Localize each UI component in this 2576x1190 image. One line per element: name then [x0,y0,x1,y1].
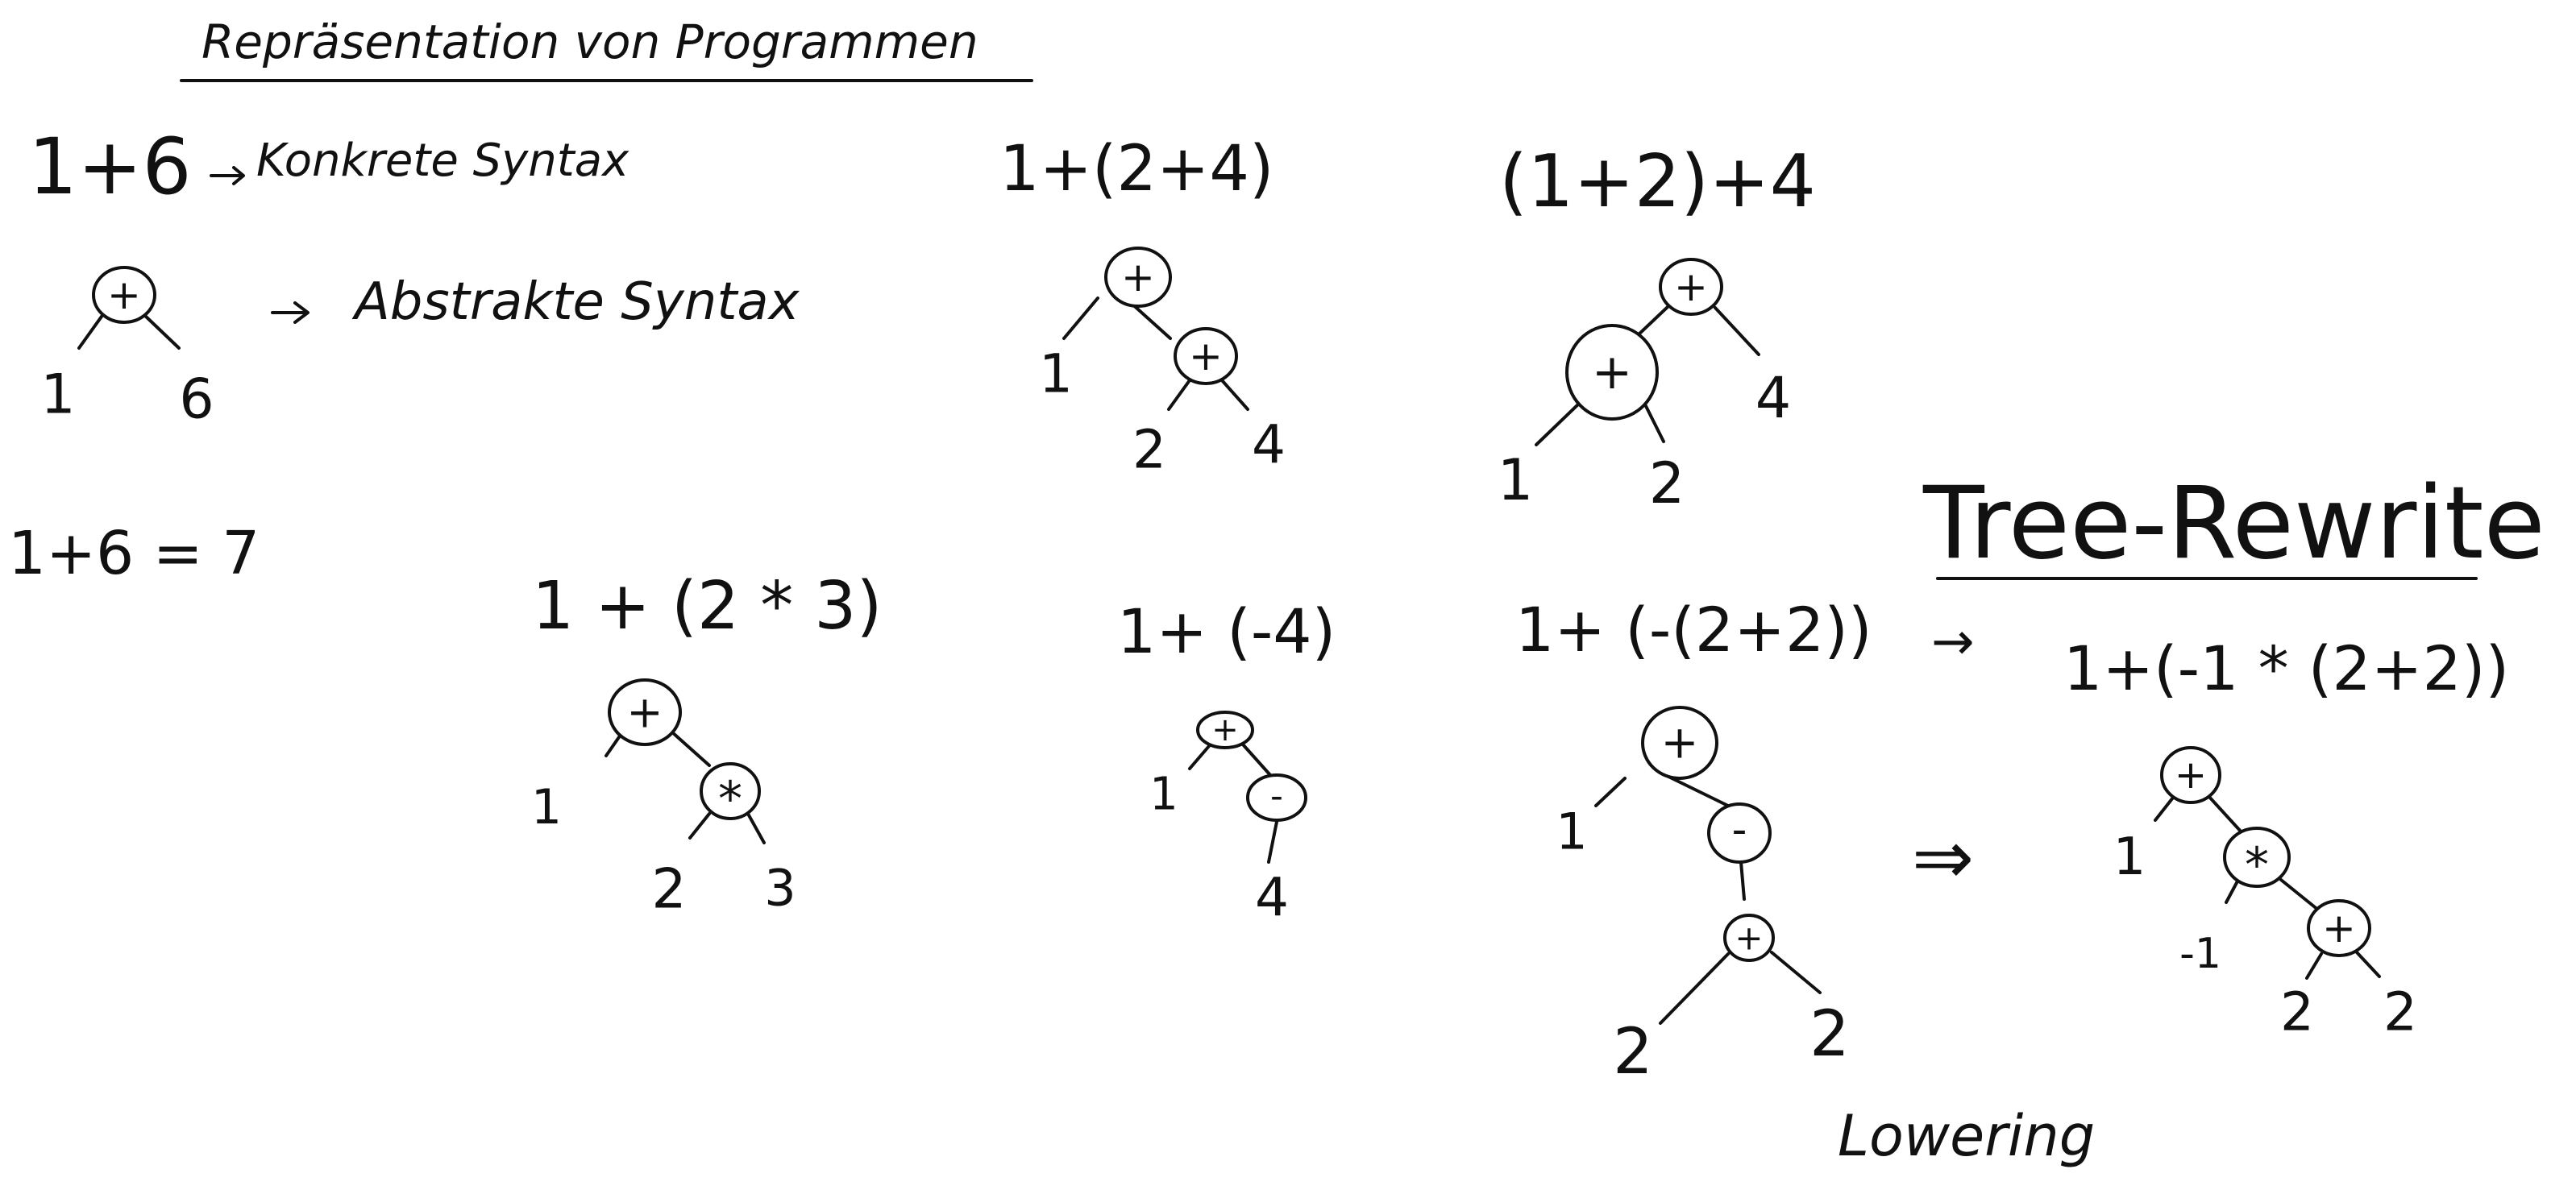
tree-node-symbol: + [1121,254,1155,301]
tree-edge [605,733,622,757]
tree-leaf: 2 [1809,998,1850,1071]
expression-negated-sum: 1+ (-(2+2)) [1515,594,1872,665]
tree-leaf: 1 [40,363,75,427]
tree-node-symbol: + [2175,753,2207,798]
heading-tree-rewrite: Tree-Rewrite [1922,466,2545,582]
tree-leaf: 4 [1252,414,1286,476]
tree-node-symbol: + [1735,918,1763,958]
tree-node-symbol: + [1661,717,1699,769]
tree-node-inner [1174,327,1238,385]
evaluation-expression: 1+6 = 7 [8,519,260,588]
tree-leaf: 6 [179,368,214,432]
tree-edge [1643,401,1665,443]
lowering-arrow: ⇒ [1912,815,1974,901]
tree-edge [1714,306,1760,356]
expression-negation: 1+ (-4) [1117,595,1336,667]
tree-leaf: 2 [1613,1016,1653,1088]
tree-node-negation [1707,802,1772,864]
tree-node-root [1196,711,1254,749]
tree-node-symbol: + [1189,333,1223,379]
tree-leaf: 1 [1556,802,1587,861]
tree-edge [1267,820,1278,864]
tree-edge [688,812,711,840]
lowering-caption: Lowering [1838,1103,2095,1169]
tree-edge [1188,744,1211,770]
tree-node-inner [2307,899,2371,957]
tree-edge [1659,952,1730,1025]
tree-edge [2355,951,2381,978]
tree-leaf: 2 [2383,981,2417,1043]
tree-1-plus-neg-4: + - 1 4 [1149,711,1307,929]
tree-leaf: 1 [2113,827,2146,887]
tree-edge [2305,952,2323,980]
expression-left-nested: (1+2)+4 [1499,139,1816,224]
tree-leaf: 1 [1039,343,1073,405]
tree-leaf: 1 [1149,769,1178,821]
tree-1-plus-2-then-plus-4: + + 4 1 2 [1498,258,1792,516]
concrete-expression: 1+6 [28,122,192,212]
tree-1-plus-6: + 1 6 [40,266,214,432]
tree-edge [1770,951,1822,994]
expression-rewritten: 1+(-1 * (2+2)) [2063,632,2509,704]
abstract-arrowhead [293,301,310,324]
tree-edge [1167,379,1191,411]
tree-leaf: 1 [531,779,562,835]
tree-1-plus-2-plus-4: + + 1 2 4 [1039,247,1286,481]
tree-node-symbol: + [1211,711,1239,748]
tree-node-negation [1246,773,1307,822]
tree-leaf: 4 [1755,365,1792,431]
page-title: Repräsentation von Programmen [202,15,978,69]
tree-node-symbol: + [2322,905,2356,952]
tree-edge [2154,796,2175,822]
tree-1-plus-2-times-3: + * 1 2 3 [531,678,796,922]
tree-edge [1062,296,1099,340]
expression-right-nested: 1+(2+4) [999,133,1273,205]
tree-leaf: 2 [2280,981,2314,1043]
tree-node-root [1104,247,1172,308]
concrete-label: Konkrete Syntax [256,135,629,187]
tree-edge [746,812,766,844]
tree-leaf: 2 [1132,419,1166,481]
tree-node-root [608,678,682,746]
tree-node-root [1659,258,1723,316]
tree-edge [1594,777,1627,807]
tree-1-plus-neg1-times-2-plus-2: + * + 1 -1 2 2 [2113,746,2417,1043]
tree-node-symbol: + [1674,263,1708,310]
tree-node-symbol: + [626,687,663,738]
tree-node-symbol: - [1732,806,1747,854]
tree-edge [1739,860,1746,901]
tree-node-symbol: + [1592,344,1632,400]
tree-edge [1636,305,1670,337]
tree-leaf: -1 [2179,930,2221,978]
tree-node-inner [700,762,761,820]
tree-edge [1241,743,1272,777]
tree-node-symbol: + [107,272,141,318]
tree-1-plus-neg-2-plus-2: + - + 1 2 2 [1556,706,1850,1088]
tree-leaf: 1 [1498,447,1534,513]
tree-node-symbol: - [1270,776,1283,817]
tree-node-symbol: * [718,771,742,827]
tree-leaf: 4 [1255,867,1289,929]
tree-edge [142,313,181,350]
tree-node-inner [1565,324,1659,421]
tree-node-root [92,266,156,324]
tree-node-root [1641,706,1718,780]
tree-edge [1535,401,1581,446]
tree-leaf: 2 [1649,450,1685,516]
tree-edge [77,313,105,350]
concrete-arrowhead [232,166,245,185]
tree-node-multiplication [2223,827,2291,888]
tree-edge [2225,877,2241,904]
tree-edge [1220,379,1249,411]
abstract-label: Abstrakte Syntax [351,272,800,332]
tree-edge [2207,794,2244,835]
tree-leaf: 2 [651,858,686,922]
tree-node-inner [1723,914,1775,962]
expression-multiplication: 1 + (2 * 3) [532,568,882,645]
tree-node-root [2160,746,2221,804]
rewrite-arrow: → [1931,612,1975,672]
tree-leaf: 3 [764,859,796,918]
tree-node-symbol: * [2245,837,2269,894]
